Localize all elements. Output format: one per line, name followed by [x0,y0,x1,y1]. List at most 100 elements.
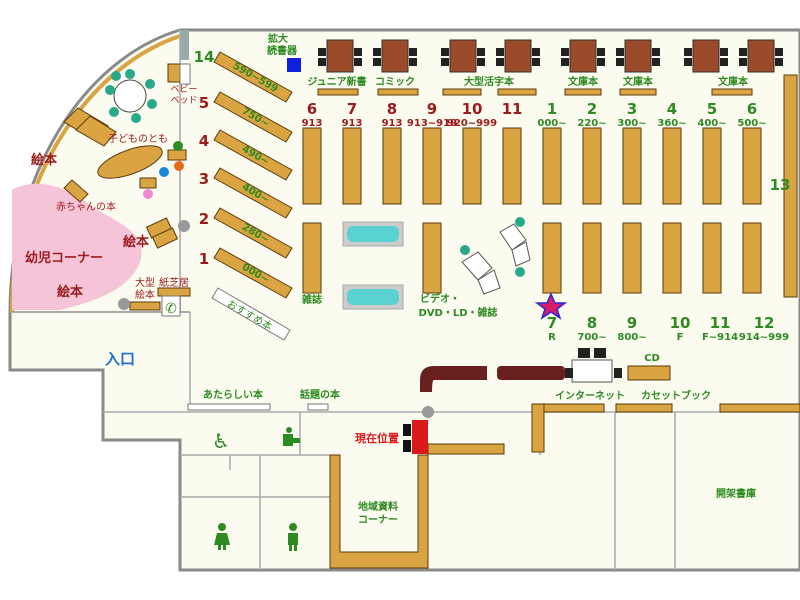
upper-shelf [502,127,522,205]
upper-shelf [662,127,682,205]
area-ehon-mid: 絵本 [123,234,149,250]
upper-shelf [382,127,402,205]
diagonal-shelf-4 [213,129,293,181]
bottom-shelf-range: F [677,332,684,343]
area-kakudai-2: 読書器 [267,44,298,57]
shelf-number-red: 7 [347,100,357,118]
reading-desk [739,39,783,73]
magnifier-reader [287,58,301,72]
reading-desks [318,39,783,73]
shelf-range-red: 913~919 [407,118,457,129]
bottom-shelf-number: 7 [547,314,557,332]
area-baby-bed-2: ベッド [170,96,197,106]
reading-desk [561,39,605,73]
area-ogata-katsuji: 大型活字本 [464,75,515,88]
area-bunko-1: 文庫本 [568,75,599,88]
upper-shelf [422,127,442,205]
area-video-2: DVD・LD・雑誌 [418,306,497,319]
reading-desk [496,39,540,73]
upper-shelf [582,127,602,205]
shelf-number-green: 1 [547,100,557,118]
diagonal-shelf-number: 5 [199,94,209,112]
star-icon [534,292,568,320]
bottom-shelf-range: F~914 [702,332,738,343]
shelf-number-red: 10 [462,100,483,118]
area-cassette: カセットブック [641,389,711,402]
bottom-shelf-range: R [548,332,556,343]
diagonal-shelf-number: 4 [199,132,209,150]
shelf-range-green: 000~ [537,118,566,129]
area-kodomo: 子どものとも [108,133,168,145]
shelf-range-red: 913 [342,118,363,129]
shelf-13 [783,74,798,298]
local-materials-shelf [329,454,429,569]
shelf-number-red: 11 [502,100,523,118]
lower-shelf [702,222,722,294]
lower-shelf [542,222,562,294]
area-wadai: 話題の本 [300,388,341,401]
bottom-shelf-number: 8 [587,314,597,332]
toddler-area [12,183,142,310]
shelf-range-green: 220~ [577,118,606,129]
bottom-shelf-range: 914~999 [739,332,789,343]
area-bunko-3: 文庫本 [718,75,749,88]
lower-shelf [622,222,642,294]
shelf-range-green: 500~ [737,118,766,129]
area-ehon-top: 絵本 [31,152,57,168]
bottom-shelf-number: 10 [670,314,691,332]
shelf-range-red: 913 [382,118,403,129]
diagonal-shelf-number: 3 [199,170,209,188]
wheelchair-icon: ♿ [212,429,230,453]
shelf-range-red: 920~999 [447,118,497,129]
lower-shelf [422,222,442,294]
shelf-number-green: 3 [627,100,637,118]
diagonal-shelves [213,51,293,299]
oval-table [97,145,163,179]
area-ogata-1: 大型 [135,276,155,289]
shelf-range-red: 913 [302,118,323,129]
current-location-marker [412,420,428,454]
area-cd: CD [644,353,660,364]
reading-desk [318,39,362,73]
pillar [180,30,189,60]
av-booths [460,217,531,295]
diagonal-shelf-number: 1 [199,250,209,268]
shelf-number-green: 5 [707,100,717,118]
diagonal-shelf-14 [213,51,293,103]
diagonal-shelf-number: 2 [199,210,209,228]
diagonal-shelf-1 [213,247,293,299]
shelf-number-red: 9 [427,100,437,118]
diagonal-shelf-number: 14 [194,48,215,66]
shelf-number-green: 2 [587,100,597,118]
round-table [105,69,157,123]
area-bunko-2: 文庫本 [623,75,654,88]
area-ehon-bottom: 絵本 [57,284,83,300]
diagonal-shelf-3 [213,167,293,219]
upper-shelf [462,127,482,205]
area-ogata-2: 絵本 [135,288,155,301]
baby-care-icon [283,427,300,446]
entrance-label: 入口 [105,350,135,368]
shelf-range-green: 400~ [697,118,726,129]
bottom-shelf-number: 9 [627,314,637,332]
lower-shelf [742,222,762,294]
bottom-shelf-range: 700~ [577,332,606,343]
tall-shelves [302,127,762,294]
reading-desk [684,39,728,73]
reading-desk [616,39,660,73]
upper-shelf [742,127,762,205]
area-akachan: 赤ちゃんの本 [56,200,116,213]
male-restroom-icon [288,523,298,551]
upper-shelf [702,127,722,205]
reading-desk [373,39,417,73]
phone-icon: ✆ [165,301,177,317]
upper-shelf [542,127,562,205]
diagonal-shelf-2 [213,207,293,259]
bottom-shelf-number: 12 [754,314,775,332]
shelf-number-green: 4 [667,100,677,118]
upper-shelf [342,127,362,205]
female-restroom-icon [214,523,230,550]
area-kakudai-1: 拡大 [268,32,288,45]
bottom-shelf-number: 11 [710,314,731,332]
